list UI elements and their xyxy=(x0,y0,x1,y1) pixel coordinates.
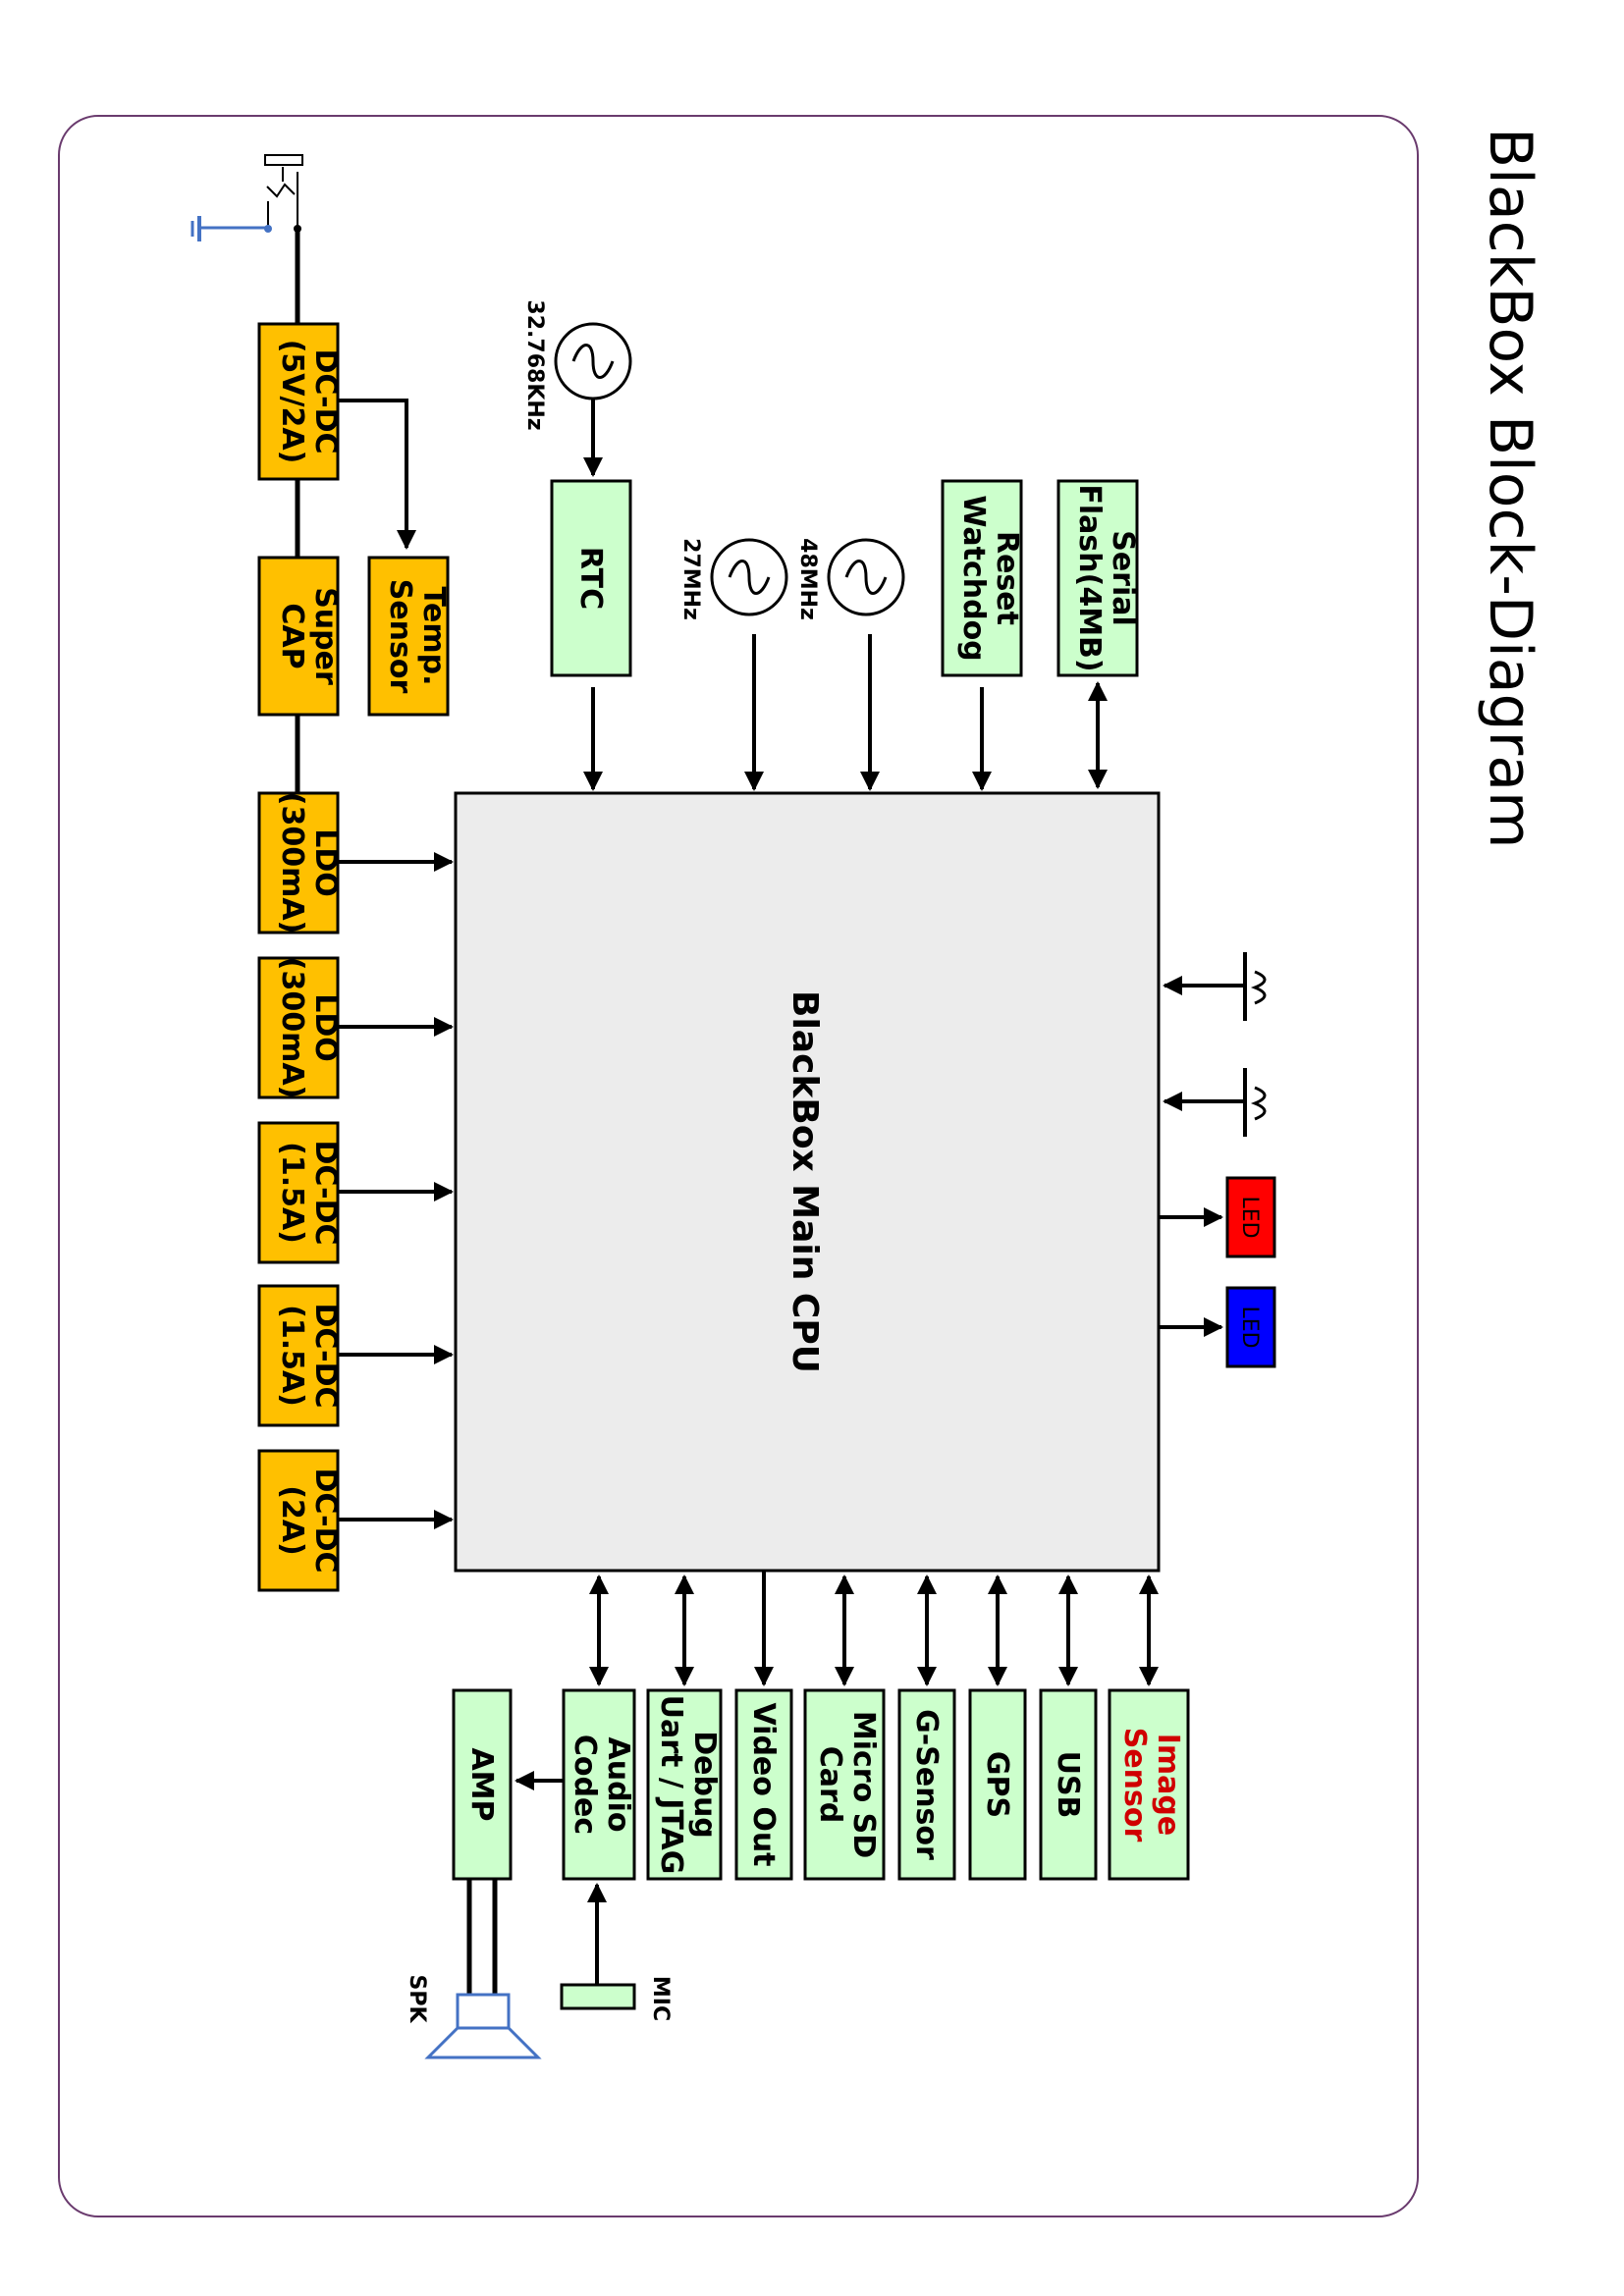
spk-label: SPK xyxy=(405,1974,429,2023)
osc-27m-label: 27MHz xyxy=(678,538,703,620)
dcdc-15a-2-line2: (1.5A) xyxy=(275,1305,309,1407)
debug-line2: Uart / JTAG xyxy=(654,1695,688,1875)
mic-label: MIC xyxy=(648,1976,673,2021)
dcdc-15a-2-line1: DC-DC xyxy=(308,1304,343,1409)
usb-label: USB xyxy=(1051,1751,1085,1819)
video-out-label: Video Out xyxy=(746,1702,781,1866)
push-button-2-icon xyxy=(1163,1068,1267,1137)
audio-codec-block xyxy=(562,1688,636,1881)
led-red-label: LED xyxy=(1237,1196,1262,1238)
dcdc-5v-line2: (5V/2A) xyxy=(275,340,309,464)
page-frame xyxy=(58,115,1419,2217)
reset-watchdog-line1: Reset xyxy=(990,531,1024,625)
gps-block xyxy=(968,1688,1027,1881)
serial-flash-block xyxy=(1056,479,1139,677)
image-sensor-line2: Sensor xyxy=(1117,1728,1152,1842)
dcdc-2a-block xyxy=(257,1449,340,1592)
microphone-icon xyxy=(560,1983,636,2010)
led-blue xyxy=(1225,1286,1276,1368)
ldo2-line1: LDO xyxy=(308,993,343,1062)
audio-codec-line1: Audio xyxy=(601,1737,635,1833)
main-cpu-block xyxy=(454,791,1161,1573)
amp-block xyxy=(452,1688,513,1881)
dcdc-5v-line1: DC-DC xyxy=(308,349,343,454)
temp-sensor-line1: Temp. xyxy=(416,587,451,686)
super-cap-line2: CAP xyxy=(275,603,309,668)
g-sensor-label: G-Sensor xyxy=(909,1709,944,1860)
temp-sensor-line2: Sensor xyxy=(383,579,417,694)
ldo2-block xyxy=(257,956,340,1099)
oscillator-48m-icon xyxy=(827,538,905,616)
video-out-block xyxy=(734,1688,793,1881)
reset-watchdog-line2: Watchdog xyxy=(956,495,991,661)
serial-flash-line1: Serial xyxy=(1106,530,1140,626)
ldo2-line2: (300mA) xyxy=(275,957,309,1099)
ground-icon xyxy=(190,216,301,241)
dcdc-15a-2-block xyxy=(257,1284,340,1427)
main-cpu-label: BlackBox Main CPU xyxy=(785,990,825,1373)
osc-32k-label: 32.768KHz xyxy=(522,299,547,430)
super-cap-block xyxy=(257,556,340,717)
rtc-block xyxy=(550,479,632,677)
dcdc-5v-block xyxy=(257,322,340,481)
dcdc-15a-1-block xyxy=(257,1121,340,1264)
dc-jack-icon xyxy=(264,154,303,229)
dcdc-2a-line1: DC-DC xyxy=(308,1468,343,1574)
wire-dcdc-temp xyxy=(338,399,416,550)
audio-codec-line2: Codec xyxy=(568,1735,602,1835)
super-cap-line1: Super xyxy=(308,587,343,685)
osc-48m-label: 48MHz xyxy=(795,538,820,620)
micro-sd-block xyxy=(803,1688,886,1881)
image-sensor-block xyxy=(1108,1688,1190,1881)
image-sensor-line1: Image xyxy=(1151,1734,1185,1837)
oscillator-32k-icon xyxy=(554,322,632,400)
led-blue-label: LED xyxy=(1237,1306,1262,1348)
oscillator-27m-icon xyxy=(710,538,788,616)
serial-flash-line2: Flash(4MB) xyxy=(1072,484,1107,671)
g-sensor-block xyxy=(897,1688,956,1881)
reset-watchdog-block xyxy=(941,479,1023,677)
debug-line1: Debug xyxy=(687,1731,722,1839)
temp-sensor-block xyxy=(367,556,450,717)
speaker-icon xyxy=(424,1993,542,2059)
page-title: BlackBox Block-Diagram xyxy=(1476,128,1544,848)
micro-sd-line1: Micro SD xyxy=(846,1711,881,1858)
usb-block xyxy=(1039,1688,1098,1881)
ldo1-line1: LDO xyxy=(308,828,343,897)
micro-sd-line2: Card xyxy=(813,1746,847,1824)
dcdc-15a-1-line1: DC-DC xyxy=(308,1141,343,1246)
debug-block xyxy=(646,1688,723,1881)
gps-label: GPS xyxy=(980,1751,1014,1818)
ldo1-line2: (300mA) xyxy=(275,792,309,934)
rtc-label: RTC xyxy=(573,547,608,610)
ldo1-block xyxy=(257,791,340,934)
dcdc-15a-1-line2: (1.5A) xyxy=(275,1142,309,1244)
amp-label: AMP xyxy=(464,1747,499,1821)
dcdc-2a-line2: (2A) xyxy=(275,1485,309,1556)
push-button-1-icon xyxy=(1163,952,1267,1021)
led-red xyxy=(1225,1176,1276,1258)
